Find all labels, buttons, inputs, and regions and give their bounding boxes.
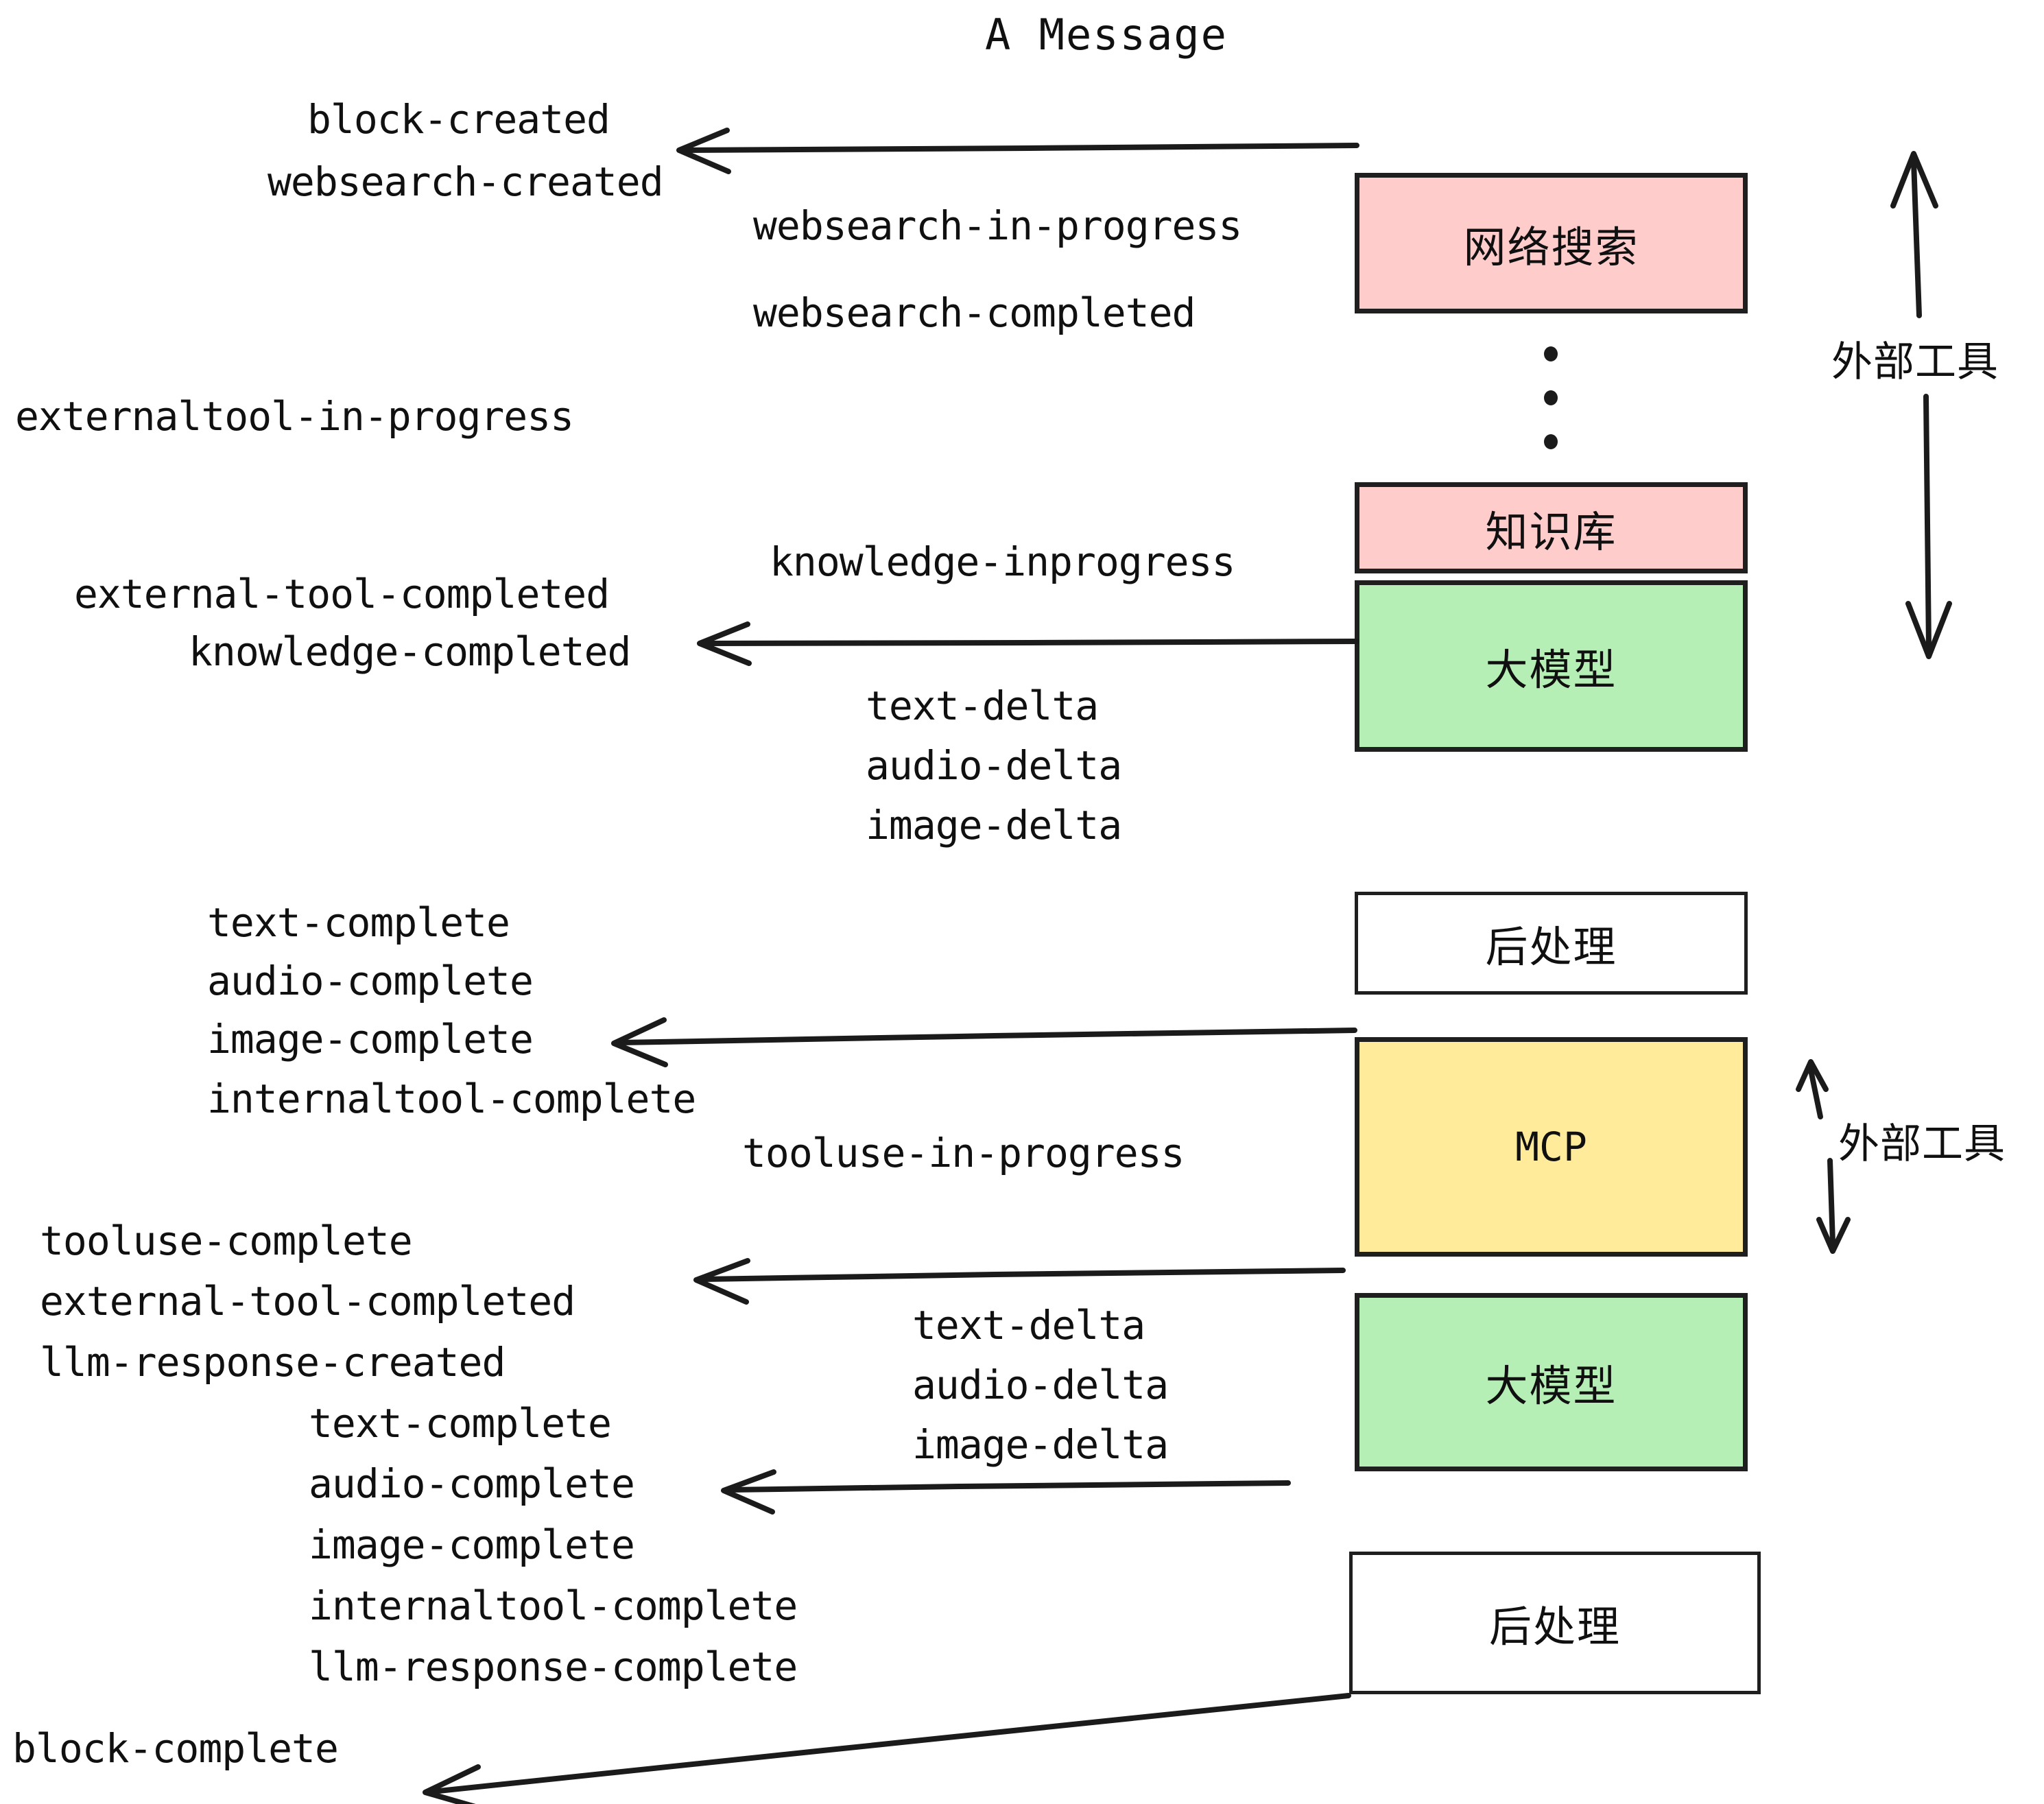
node-postprocess-1[interactable]: 后处理 xyxy=(1355,892,1748,995)
event-image-delta-2: image-delta xyxy=(912,1421,1169,1468)
node-postprocess-2-label: 后处理 xyxy=(1488,1602,1621,1652)
event-text-complete-1: text-complete xyxy=(207,899,510,946)
event-audio-delta-1: audio-delta xyxy=(866,742,1122,789)
annotation-external-tool-bottom: 外部工具 xyxy=(1838,1120,2006,1168)
event-image-complete-1: image-complete xyxy=(207,1016,534,1063)
event-external-tool-completed-2: external-tool-completed xyxy=(40,1278,575,1325)
event-websearch-in-progress: websearch-in-progress xyxy=(753,202,1242,249)
event-audio-complete-2: audio-complete xyxy=(309,1460,635,1507)
event-internaltool-complete-1: internaltool-complete xyxy=(207,1076,696,1122)
arrow-external-tool-top-up xyxy=(1890,151,1938,318)
ellipsis-dots xyxy=(1543,346,1558,449)
arrow-websearch-to-block-created xyxy=(676,128,1359,174)
arrow-external-tool-top-down xyxy=(1905,394,1952,659)
page-title: A Message xyxy=(985,10,1228,60)
annotation-external-tool-top: 外部工具 xyxy=(1831,338,1999,386)
dot-1 xyxy=(1544,346,1558,361)
event-websearch-created: websearch-created xyxy=(268,158,664,205)
event-tooluse-in-progress: tooluse-in-progress xyxy=(742,1130,1185,1176)
dot-2 xyxy=(1544,390,1558,405)
arrow-external-tool-bottom-up xyxy=(1796,1059,1829,1119)
event-text-delta-2: text-delta xyxy=(912,1302,1145,1349)
node-websearch[interactable]: 网络搜索 xyxy=(1355,173,1748,313)
event-knowledge-completed: knowledge-completed xyxy=(189,628,631,675)
event-internaltool-complete-2: internaltool-complete xyxy=(309,1582,798,1629)
event-externaltool-in-progress: externaltool-in-progress xyxy=(15,393,574,440)
event-block-complete: block-complete xyxy=(12,1725,339,1772)
node-postprocess-1-label: 后处理 xyxy=(1485,922,1617,972)
event-audio-complete-1: audio-complete xyxy=(207,958,534,1004)
event-external-tool-completed-1: external-tool-completed xyxy=(74,571,610,617)
node-websearch-label: 网络搜索 xyxy=(1463,222,1639,272)
arrow-llm2-to-audio-complete xyxy=(721,1469,1291,1515)
arrow-postprocess2-to-block-complete xyxy=(423,1693,1351,1804)
event-llm-response-complete: llm-response-complete xyxy=(309,1643,798,1690)
node-llm-1-label: 大模型 xyxy=(1485,645,1617,695)
event-llm-response-created: llm-response-created xyxy=(40,1339,506,1386)
event-knowledge-inprogress: knowledge-inprogress xyxy=(770,538,1235,585)
arrow-external-tool-bottom-down xyxy=(1816,1158,1851,1254)
node-mcp-label: MCP xyxy=(1515,1124,1587,1170)
node-llm-2[interactable]: 大模型 xyxy=(1355,1293,1748,1471)
arrow-mcp-to-tooluse-complete xyxy=(693,1258,1346,1305)
event-image-complete-2: image-complete xyxy=(309,1521,635,1568)
node-llm-2-label: 大模型 xyxy=(1485,1361,1617,1411)
node-knowledge-label: 知识库 xyxy=(1485,506,1617,557)
arrow-llm1-to-knowledge-completed xyxy=(697,621,1359,666)
event-image-delta-1: image-delta xyxy=(866,802,1122,848)
node-mcp[interactable]: MCP xyxy=(1355,1037,1748,1257)
event-text-delta-1: text-delta xyxy=(866,683,1099,729)
dot-3 xyxy=(1544,434,1558,449)
event-text-complete-2: text-complete xyxy=(309,1400,612,1447)
event-audio-delta-2: audio-delta xyxy=(912,1362,1169,1408)
arrow-postprocess1-to-image-complete xyxy=(611,1017,1357,1067)
node-knowledge[interactable]: 知识库 xyxy=(1355,482,1748,573)
event-block-created: block-created xyxy=(307,96,610,143)
event-websearch-completed: websearch-completed xyxy=(753,289,1196,336)
node-llm-1[interactable]: 大模型 xyxy=(1355,580,1748,752)
event-tooluse-complete: tooluse-complete xyxy=(40,1218,413,1264)
node-postprocess-2[interactable]: 后处理 xyxy=(1349,1552,1761,1694)
